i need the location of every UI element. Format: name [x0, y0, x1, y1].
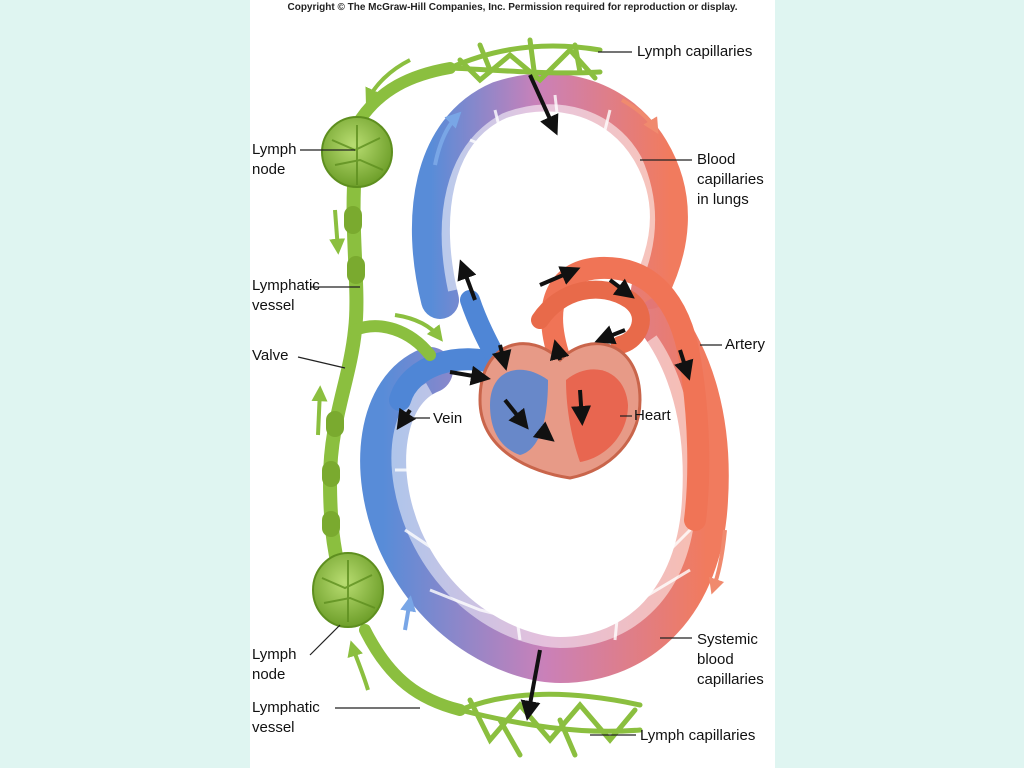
blood-flow-arrows: [400, 98, 727, 631]
label-lymph-node-bottom: Lymph node: [252, 646, 297, 683]
label-lymphatic-vessel-bottom: Lymphatic vessel: [252, 699, 320, 736]
pulmonary-circuit: [411, 73, 688, 319]
lymph-flow-arrows: [311, 58, 443, 691]
lymphatic-system: [322, 37, 643, 758]
artery-vessel: [541, 256, 710, 531]
label-artery: Artery: [725, 336, 766, 353]
lymph-node-top: [321, 116, 393, 188]
label-lymph-capillaries-bottom: Lymph capillaries: [640, 727, 756, 744]
copyright-notice: Copyright © The McGraw-Hill Companies, I…: [287, 2, 738, 13]
label-blood-capillaries-lungs: Blood capillaries in lungs: [697, 151, 764, 208]
lymph-node-bottom: [312, 552, 384, 628]
label-systemic-capillaries: Systemic blood capillaries: [697, 631, 764, 688]
leader-lines: [297, 51, 722, 736]
flow-arrows: [396, 74, 694, 721]
label-valve: Valve: [252, 347, 289, 364]
label-heart: Heart: [634, 407, 671, 424]
label-lymphatic-vessel-top: Lymphatic vessel: [252, 277, 320, 314]
label-lymph-node-top: Lymph node: [252, 141, 297, 178]
label-lymph-capillaries-top: Lymph capillaries: [637, 43, 753, 60]
label-vein: Vein: [433, 410, 463, 427]
